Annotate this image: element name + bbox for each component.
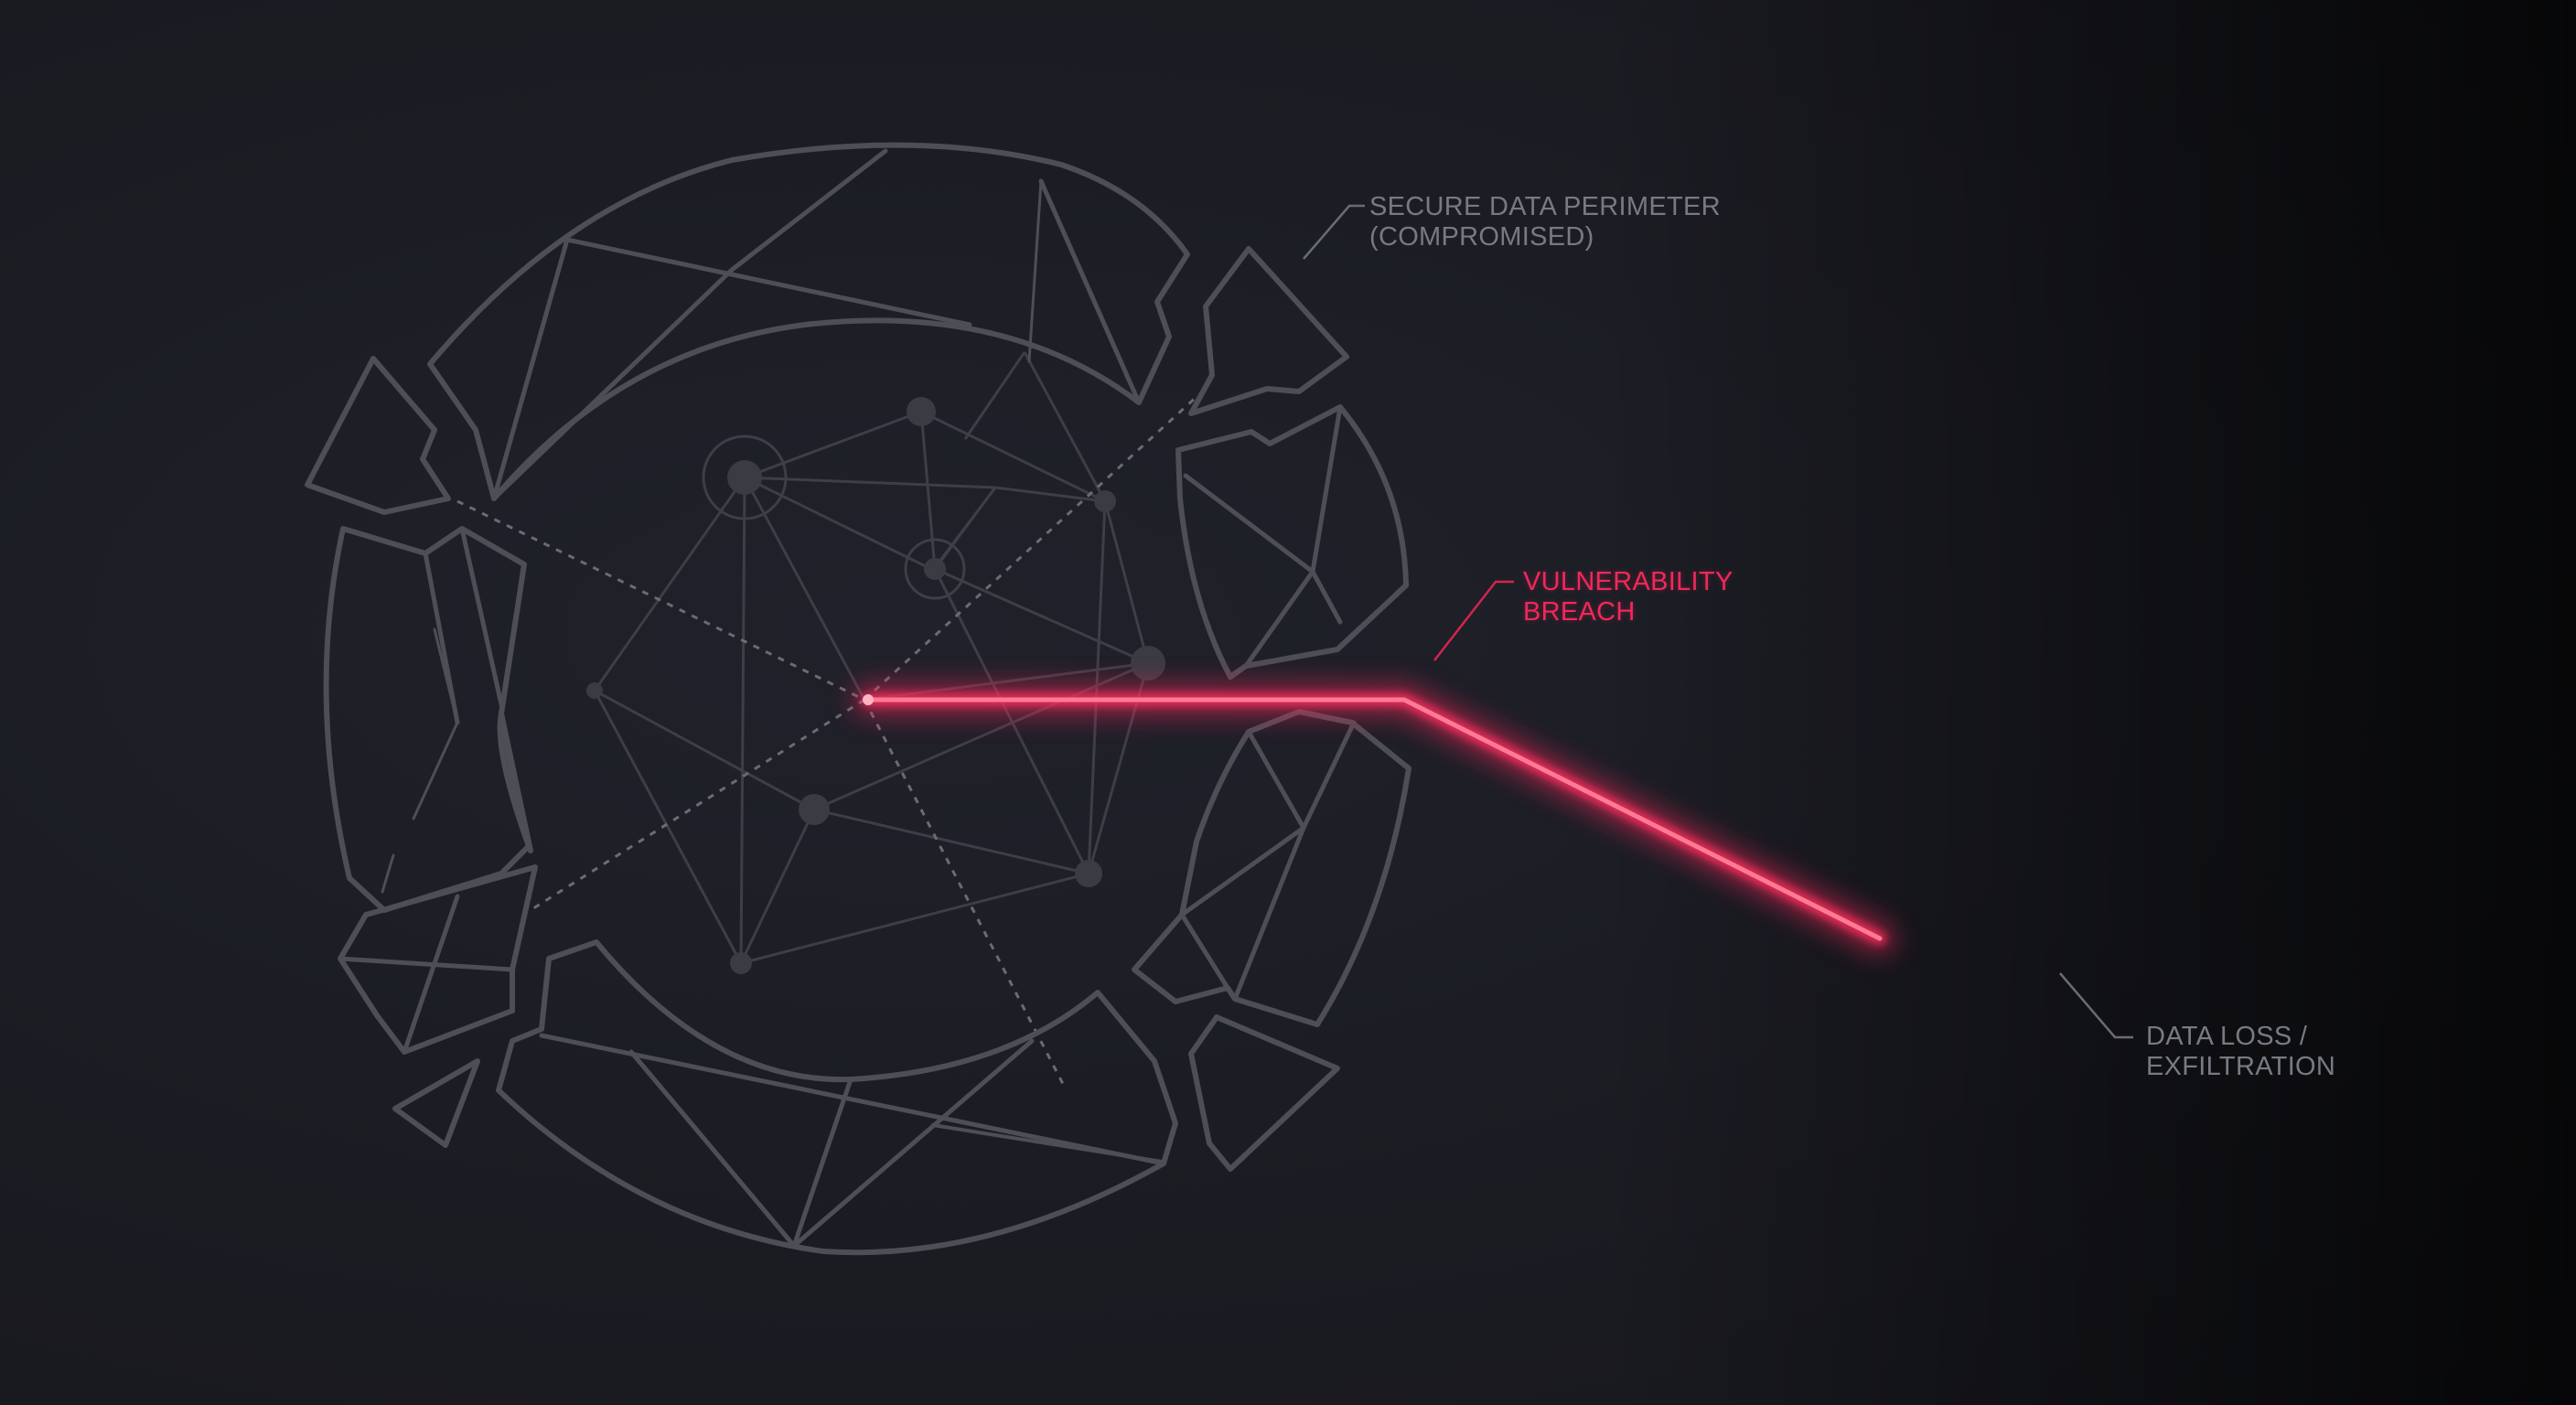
fragment-left-tall-facets (381, 526, 504, 894)
fragment-lower-left (338, 864, 538, 1055)
fragment-right-upper (1175, 404, 1409, 680)
fragment-upper-left-shard (305, 356, 451, 515)
network-node (1075, 860, 1102, 887)
fragment-right-lower (1132, 709, 1411, 1027)
hub-node-ring (702, 434, 788, 520)
breach-label-line1: VULNERABILITY (1523, 567, 1733, 596)
loss-label-line1: DATA LOSS / (2146, 1022, 2308, 1051)
fragment-small-triangle (392, 1058, 480, 1148)
fragment-top-right-shard (1188, 246, 1349, 416)
network-node (1131, 646, 1165, 681)
network-node (924, 558, 946, 580)
network-node (1094, 490, 1116, 512)
fragment-right-upper-facets (1183, 404, 1343, 669)
label-leader-lines (1303, 204, 2133, 1039)
perimeter-label-line2: (COMPROMISED) (1369, 222, 1594, 252)
perimeter-label: SECURE DATA PERIMETER (COMPROMISED) (1369, 192, 1721, 252)
perimeter-leader-line (1303, 204, 1365, 260)
loss-leader-line (2059, 972, 2133, 1039)
breach-label-line2: BREACH (1523, 597, 1636, 627)
loss-label-line2: EXFILTRATION (2146, 1052, 2336, 1081)
network-node (586, 682, 603, 699)
breach-leader-line (1433, 580, 1514, 661)
network-node (799, 794, 830, 825)
internal-network (456, 351, 1200, 1085)
breach-origin-point (863, 694, 874, 705)
breach-label: VULNERABILITY BREACH (1523, 567, 1733, 627)
loss-label: DATA LOSS / EXFILTRATION (2146, 1022, 2335, 1082)
breach-path (853, 684, 2284, 954)
network-node-ring (904, 538, 966, 600)
fragment-bottom-arc-facets (539, 1033, 1166, 1249)
fragment-bottom-right-shard (1188, 1014, 1340, 1172)
network-edges (593, 351, 1150, 965)
fragment-top-arc (427, 142, 1190, 501)
perimeter-label-line1: SECURE DATA PERIMETER (1369, 192, 1721, 221)
fragment-top-arc-facets (491, 148, 1142, 501)
network-node (907, 397, 936, 426)
fragment-lower-left-facets (338, 894, 515, 1055)
breach-path-core (865, 697, 1883, 941)
network-dashed-links (456, 393, 1200, 1085)
hub-node (727, 460, 762, 495)
network-nodes (586, 397, 1165, 974)
fragment-left-tall (323, 526, 533, 913)
network-node (730, 952, 752, 974)
perimeter-fragments (305, 142, 1411, 1256)
fragment-bottom-arc (496, 939, 1178, 1256)
fragment-right-lower-facets (1179, 720, 1357, 1002)
